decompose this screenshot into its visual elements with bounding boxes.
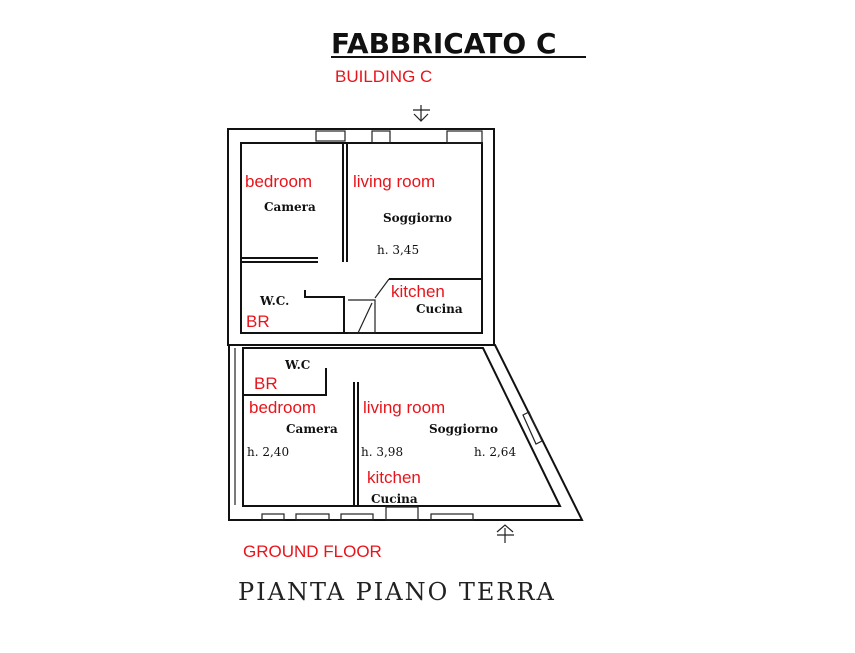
floor-title: PIANTA PIANO TERRA [238, 578, 556, 606]
lower-bedroom-label: bedroom [249, 398, 316, 417]
upper-cucina-label: Cucina [416, 302, 463, 316]
upper-br-label: BR [246, 312, 270, 331]
lower-wc-label: W.C [284, 358, 310, 372]
lower-living-height-2: h. 2,64 [474, 445, 516, 459]
upper-bedroom-label: bedroom [245, 172, 312, 191]
upper-living-height: h. 3,45 [377, 243, 419, 257]
lower-br-label: BR [254, 374, 278, 393]
lower-bedroom-height: h. 2,40 [247, 445, 289, 459]
lower-cucina-label: Cucina [371, 492, 418, 506]
upper-living-label: living room [353, 172, 435, 191]
lower-soggiorno-label: Soggiorno [429, 422, 498, 436]
upper-wc-label: W.C. [259, 294, 289, 308]
entrance-arrow-icon [413, 105, 430, 122]
lower-kitchen-label: kitchen [367, 468, 421, 487]
lower-unit-walls [228, 344, 584, 521]
lower-living-label: living room [363, 398, 445, 417]
lower-living-height-1: h. 3,98 [361, 445, 403, 459]
upper-camera-label: Camera [264, 200, 316, 214]
title-translation: BUILDING C [335, 67, 432, 86]
floor-translation: GROUND FLOOR [243, 542, 382, 561]
entrance-arrow-icon [496, 524, 514, 543]
lower-camera-label: Camera [286, 422, 338, 436]
upper-soggiorno-label: Soggiorno [383, 211, 452, 225]
upper-kitchen-label: kitchen [391, 282, 445, 301]
plan-title: FABBRICATO C [331, 27, 557, 60]
